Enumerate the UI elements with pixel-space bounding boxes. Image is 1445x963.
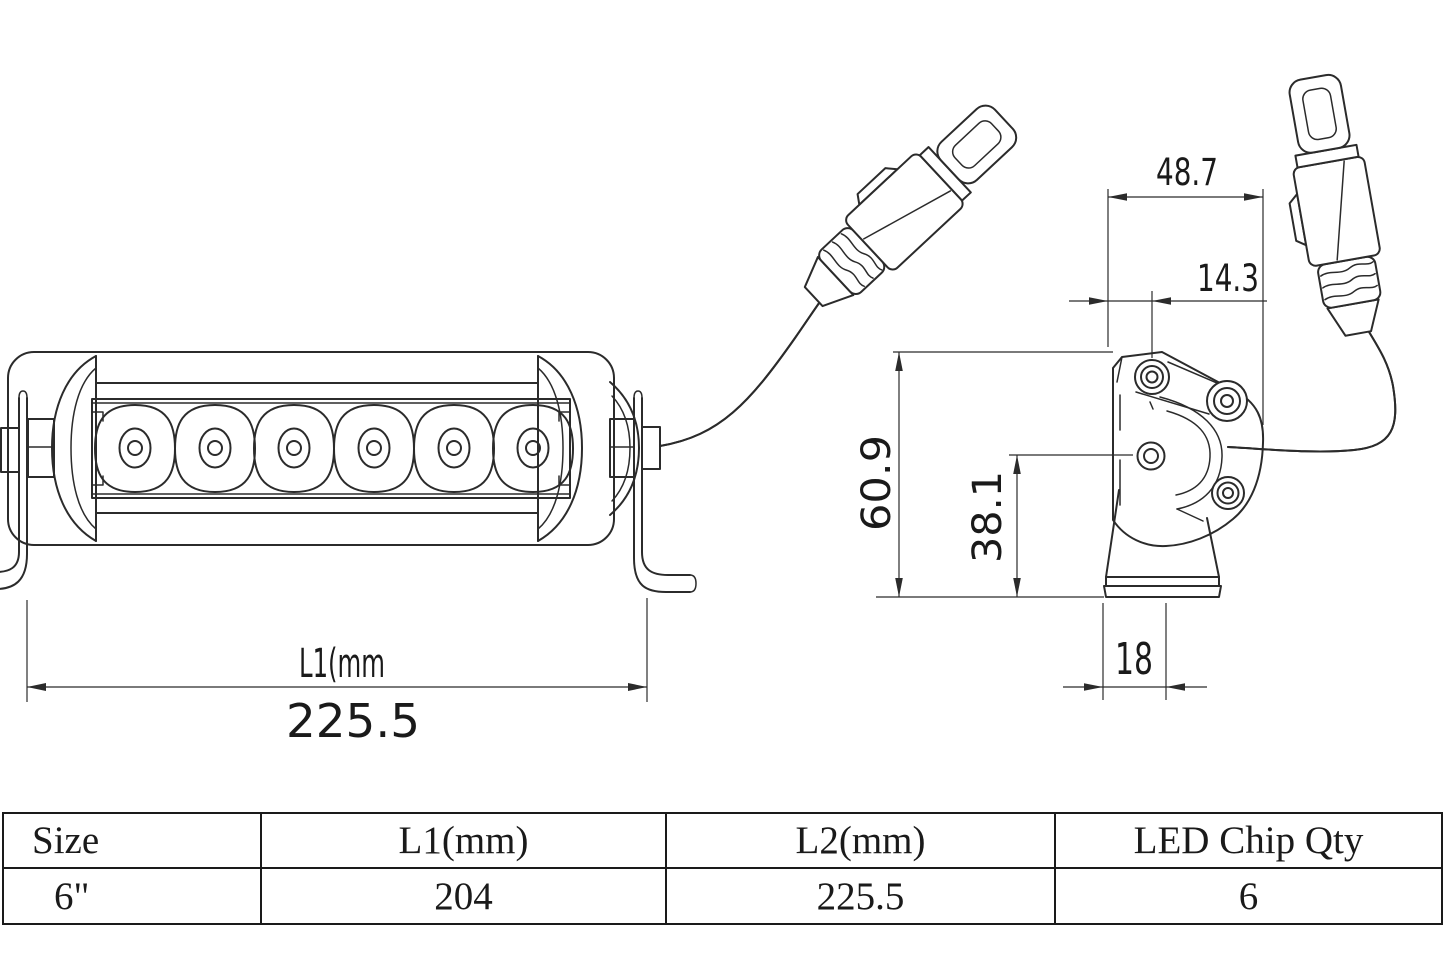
cell-l2: 225.5	[665, 867, 1056, 925]
column-header-l2: L2(mm)	[665, 812, 1056, 869]
led-chip-array	[94, 404, 574, 493]
dim-l1-value: 225.5	[286, 694, 420, 748]
cell-l1: 204	[260, 867, 667, 925]
led-chip	[94, 404, 176, 493]
led-bar-front-view	[0, 351, 697, 593]
dim-base-width: 18	[1115, 634, 1153, 685]
spec-table-header-row: Size L1(mm) L2(mm) LED Chip Qty	[2, 812, 1443, 869]
cell-size: 6"	[2, 867, 262, 925]
right-mount-bracket	[609, 390, 697, 593]
led-chip	[413, 404, 495, 493]
mounting-bracket-side-view	[1103, 351, 1265, 598]
led-chip	[174, 404, 256, 493]
column-header-size: Size	[2, 812, 262, 869]
spec-table: Size L1(mm) L2(mm) LED Chip Qty 6" 204 2…	[2, 812, 1443, 925]
led-chip	[333, 404, 415, 493]
bracket-screw-boss	[1134, 359, 1170, 395]
dimension-annotations: L1(mm 225.5 48.7 14.3 60.9 38.1	[26, 151, 1267, 748]
wire-connector-right	[1267, 70, 1395, 343]
power-wire-right	[1227, 295, 1397, 453]
column-header-l1: L1(mm)	[260, 812, 667, 869]
left-mount-bracket	[0, 390, 55, 590]
dim-hole-height: 38.1	[965, 471, 1011, 563]
led-chip	[253, 404, 335, 493]
bracket-screw-boss	[1206, 380, 1248, 422]
dim-total-height: 60.9	[854, 435, 900, 531]
spec-table-row: 6" 204 225.5 6	[2, 867, 1443, 925]
led-light-bar-drawing: L1(mm 225.5 48.7 14.3 60.9 38.1	[0, 70, 1397, 748]
bracket-center-hole	[1136, 441, 1166, 471]
bracket-screw-boss	[1211, 476, 1245, 510]
dim-hole-offset: 14.3	[1197, 257, 1259, 300]
wire-connector-left	[781, 85, 1030, 324]
column-header-led-chip-qty: LED Chip Qty	[1054, 812, 1443, 869]
cell-led-chip-qty: 6	[1054, 867, 1443, 925]
led-chip	[492, 404, 574, 493]
dim-l1-label: L1(mm	[299, 641, 385, 687]
dim-top-width: 48.7	[1156, 151, 1218, 194]
